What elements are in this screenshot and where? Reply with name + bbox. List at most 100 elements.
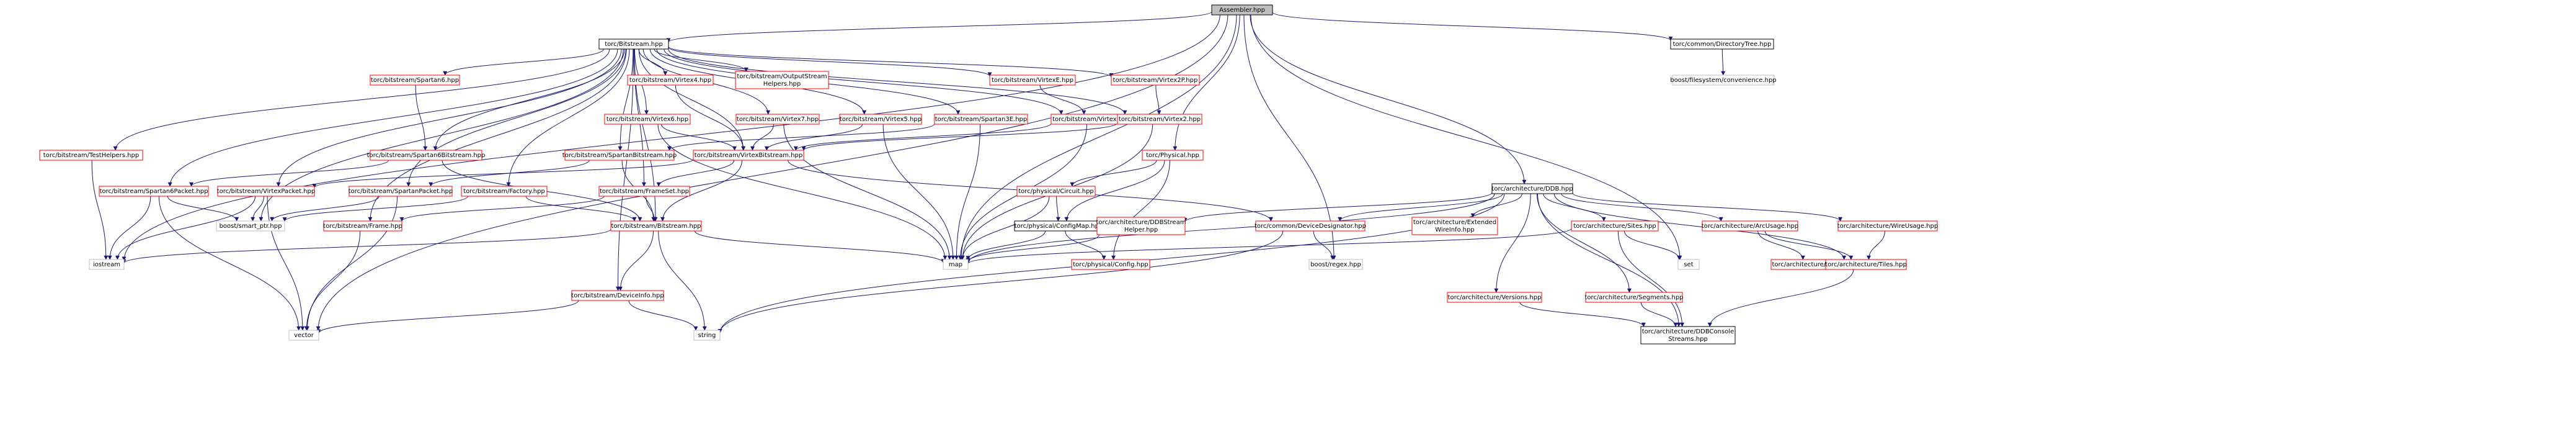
edge-versions-to-ddbconsole (1519, 302, 1646, 327)
node-versions[interactable]: torc/architecture/Versions.hpp (1447, 292, 1542, 303)
node-label: torc/bitstream/Spartan6.hpp (371, 77, 459, 84)
edge-bitstream-to-virtex (664, 48, 1064, 115)
edge-ddb-to-sites (1543, 193, 1606, 222)
edge-bitstreamhpp-to-string (658, 230, 707, 331)
node-box (1585, 292, 1683, 303)
node-box (216, 220, 285, 232)
node-spartan3e[interactable]: torc/bitstream/Spartan3E.hpp (934, 114, 1028, 125)
node-sppacket[interactable]: torc/bitstream/SpartanPacket.hpp (349, 186, 453, 197)
node-virtex2[interactable]: torc/bitstream/Virtex2.hpp (1117, 114, 1202, 125)
node-configmap[interactable]: torc/physical/ConfigMap.hpp (1014, 220, 1103, 232)
node-circuit[interactable]: torc/physical/Circuit.hpp (1016, 186, 1096, 197)
edge-virtex5-to-virtexbs (764, 124, 863, 151)
edge-bitstream-to-sp6packet (167, 48, 618, 187)
edge-bitstream-to-virtex4 (638, 48, 668, 76)
node-box (598, 38, 669, 50)
node-label: torc/bitstream/SpartanBitstream.hpp (562, 152, 677, 159)
node-smartptr: boost/smart_ptr.hpp (216, 220, 285, 232)
edge-bitstream-to-spartan6 (443, 48, 604, 76)
edge-virtex2p-to-virtex2 (1155, 84, 1161, 115)
node-label: Helpers.hpp (763, 81, 801, 88)
node-string: string (693, 330, 721, 341)
node-box (943, 259, 969, 270)
node-segments[interactable]: torc/architecture/Segments.hpp (1584, 292, 1684, 303)
edge-sites-to-map (966, 228, 1572, 264)
node-factory[interactable]: torc/bitstream/Factory.hpp (461, 186, 548, 197)
node-box (288, 330, 319, 341)
node-box (217, 186, 315, 197)
node-wireusage[interactable]: torc/architecture/WireUsage.hpp (1837, 220, 1939, 232)
node-set: set (1677, 259, 1700, 270)
node-ddb[interactable]: torc/architecture/DDB.hpp (1491, 183, 1573, 194)
edge-virtex6-to-map (657, 124, 948, 260)
node-sites[interactable]: torc/architecture/Sites.hpp (1571, 220, 1659, 232)
node-dirtree[interactable]: torc/common/DirectoryTree.hpp (1670, 38, 1774, 50)
edge-ddb-to-devdesig (1338, 193, 1503, 222)
node-virtex6[interactable]: torc/bitstream/Virtex6.hpp (604, 114, 691, 125)
node-testhelpers[interactable]: torc/bitstream/TestHelpers.hpp (39, 150, 143, 161)
node-label: boost/regex.hpp (1310, 261, 1361, 268)
edge-assembler-to-physical (1173, 14, 1240, 151)
node-virtex2p[interactable]: torc/bitstream/Virtex2P.hpp (1111, 74, 1200, 86)
node-box (1255, 220, 1366, 232)
node-label: torc/bitstream/Virtex5.hpp (840, 116, 922, 123)
edge-sp6packet-to-smartptr (167, 196, 239, 222)
node-virtex7[interactable]: torc/bitstream/Virtex7.hpp (735, 114, 820, 125)
edge-virtex5-to-map (882, 124, 956, 260)
node-box (1117, 114, 1202, 125)
edge-bitstreamhpp-to-deviceinfo (618, 230, 654, 291)
node-spartan6[interactable]: torc/bitstream/Spartan6.hpp (370, 74, 460, 86)
node-bitstreamhpp[interactable]: torc/bitstream/Bitstream.hpp (610, 220, 702, 232)
node-regex: boost/regex.hpp (1308, 259, 1363, 270)
node-label: torc/bitstream/Frame.hpp (323, 223, 402, 230)
edge-arcusage-to-tiles (1764, 230, 1854, 260)
node-tiles[interactable]: torc/architecture/Tiles.hpp (1825, 259, 1907, 270)
node-virtex4[interactable]: torc/bitstream/Virtex4.hpp (627, 74, 714, 86)
edge-ddb-to-wireusage (1572, 192, 1842, 222)
node-box (735, 114, 820, 125)
node-spartanbs[interactable]: torc/bitstream/SpartanBitstream.hpp (562, 150, 677, 161)
node-devdesig[interactable]: torc/common/DeviceDesignator.hpp (1255, 220, 1366, 232)
node-label: set (1684, 261, 1693, 268)
node-virtexe[interactable]: torc/bitstream/VirtexE.hpp (989, 74, 1076, 86)
node-label: torc/architecture/Sites.hpp (1573, 223, 1656, 230)
edge-spartan6bs-to-sp6packet (189, 160, 389, 187)
node-virtex5[interactable]: torc/bitstream/Virtex5.hpp (839, 114, 922, 125)
edge-testhelpers-to-iostream (91, 160, 109, 260)
edge-sp6packet-to-iostream (107, 196, 151, 260)
edge-factory-to-bitstreamhpp (525, 196, 637, 222)
node-config[interactable]: torc/physical/Config.hpp (1071, 259, 1150, 270)
node-spartan6bs[interactable]: torc/bitstream/Spartan6Bitstream.hpp (367, 150, 486, 161)
node-label: Assembler.hpp (1219, 7, 1265, 14)
node-deviceinfo[interactable]: torc/bitstream/DeviceInfo.hpp (571, 290, 664, 301)
edge-physical-to-circuit (1070, 160, 1157, 187)
edge-virtex6-to-virtexbs (660, 124, 737, 151)
edge-devdesig-to-regex (1313, 230, 1335, 260)
node-arcusage[interactable]: torc/architecture/ArcUsage.hpp (1702, 220, 1798, 232)
node-box (1677, 259, 1700, 270)
node-sp6packet[interactable]: torc/bitstream/Spartan6Packet.hpp (99, 186, 209, 197)
edge-sppacket-to-smartptr (270, 196, 380, 222)
edge-virtexbs-to-frameset (656, 160, 735, 187)
node-label: torc/architecture/DDBStream (1096, 219, 1186, 226)
node-label: torc/bitstream/VirtexE.hpp (992, 77, 1073, 84)
edge-ddb-to-map (966, 193, 1495, 264)
node-frame[interactable]: torc/bitstream/Frame.hpp (323, 220, 402, 232)
node-box (1111, 74, 1200, 86)
node-bitstream[interactable]: torc/Bitstream.hpp (598, 38, 669, 50)
node-virtexbs[interactable]: torc/bitstream/VirtexBitstream.hpp (693, 150, 804, 161)
edge-configmap-to-map (966, 230, 1046, 261)
node-box (1672, 74, 1775, 86)
node-frameset[interactable]: torc/bitstream/FrameSet.hpp (598, 186, 690, 197)
node-vpacket[interactable]: torc/bitstream/VirtexPacket.hpp (217, 186, 316, 197)
edge-bitstream-to-sppacket (406, 48, 626, 187)
node-assembler[interactable]: Assembler.hpp (1211, 4, 1273, 16)
edge-bitstream-to-virtex2p (668, 46, 1114, 78)
node-physical[interactable]: torc/Physical.hpp (1142, 150, 1204, 161)
edge-tiles-to-ddbconsole (1707, 269, 1854, 327)
node-label: torc/architecture/DDB.hpp (1491, 186, 1573, 192)
